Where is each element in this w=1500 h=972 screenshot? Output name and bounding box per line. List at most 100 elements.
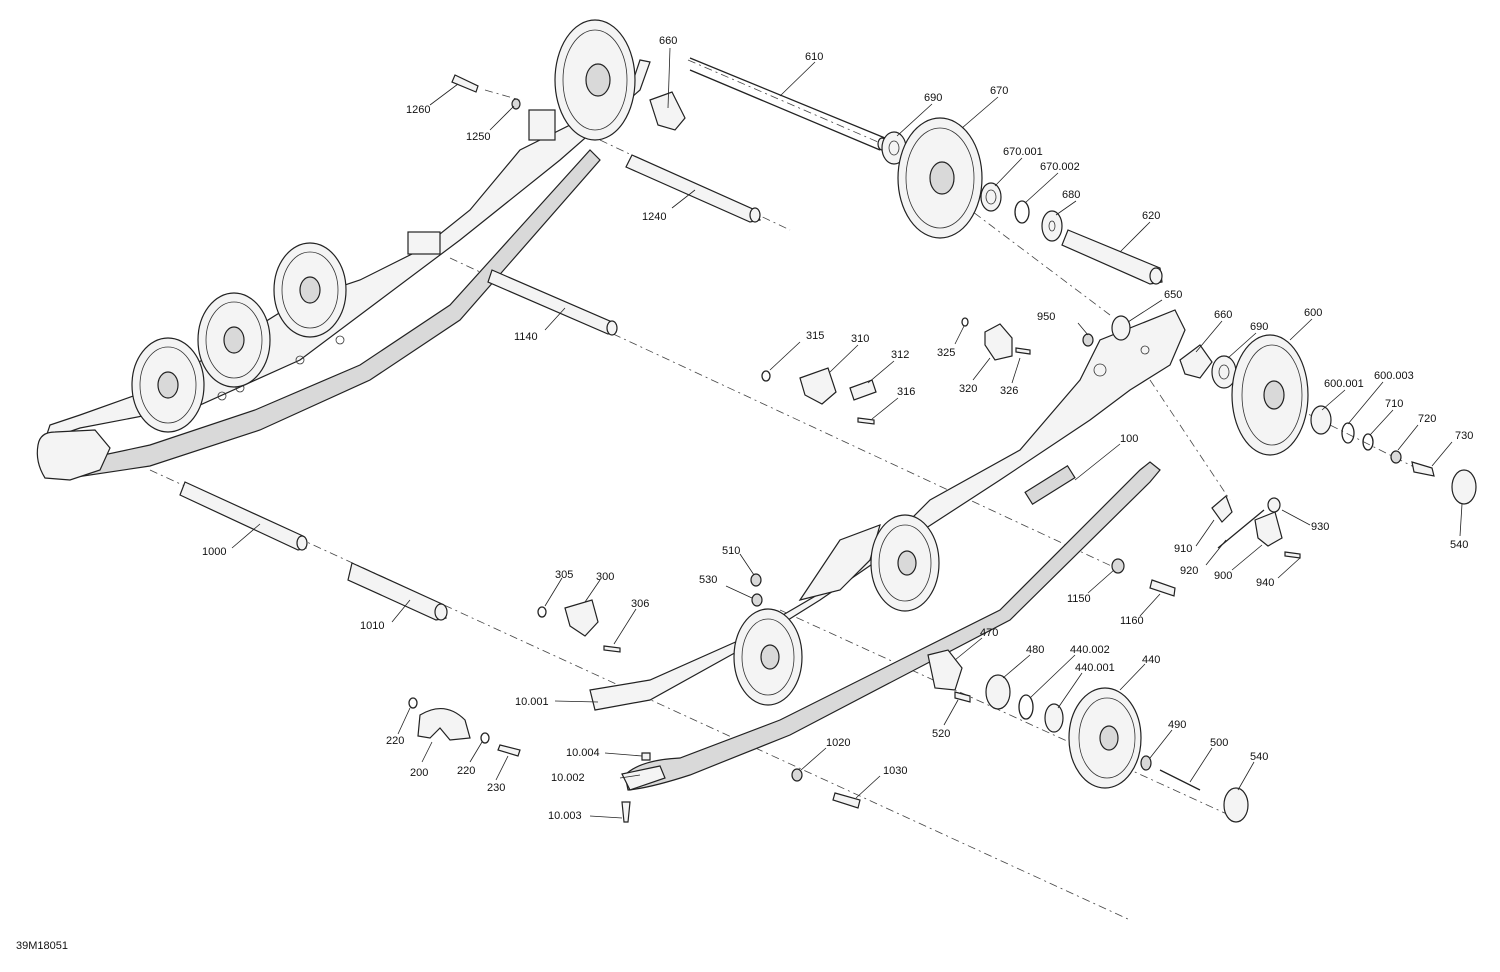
- callout-690: 690: [924, 92, 942, 104]
- washer-1150: [1111, 558, 1125, 574]
- pad-312: [849, 379, 877, 401]
- spacer-680: [1041, 210, 1063, 242]
- callout-440-002: 440.002: [1070, 644, 1110, 656]
- left-wheel-1: [131, 337, 205, 433]
- tube-1010: [347, 562, 448, 621]
- right-rail-wheels: [733, 514, 940, 706]
- callout-670-001: 670.001: [1003, 146, 1043, 158]
- callout-660-right: 660: [1214, 309, 1232, 321]
- callout-310: 310: [851, 333, 869, 345]
- left-rail-upper-block: [528, 109, 556, 141]
- washer-490: [1140, 755, 1152, 771]
- ring-670-002: [1014, 200, 1030, 224]
- callout-10-001: 10.001: [515, 696, 549, 708]
- stopper-320: [984, 323, 1013, 361]
- spacer-650: [1111, 315, 1131, 341]
- screw-326: [1015, 347, 1031, 355]
- rear-wheel-670-group: [881, 117, 1063, 242]
- callout-316: 316: [897, 386, 915, 398]
- callout-530: 530: [699, 574, 717, 586]
- bolt-1030: [832, 792, 861, 809]
- callout-326: 326: [1000, 385, 1018, 397]
- callout-labels: 660 610 1260 1250 690 670 670.001 670.00…: [202, 35, 1473, 822]
- stopper-310: [799, 367, 837, 405]
- callout-300: 300: [596, 571, 614, 583]
- ring-600-003: [1341, 422, 1355, 444]
- callout-1160: 1160: [1120, 615, 1144, 627]
- callout-490: 490: [1168, 719, 1186, 731]
- callout-200: 200: [410, 767, 428, 779]
- callout-900: 900: [1214, 570, 1232, 582]
- washer-315: [761, 370, 771, 382]
- left-rail-block: [407, 231, 441, 255]
- screw-306: [603, 645, 621, 653]
- callout-1140: 1140: [514, 331, 538, 343]
- right-wheel-mid: [870, 514, 940, 612]
- cap-540-lower: [1223, 787, 1249, 823]
- callout-1250: 1250: [466, 131, 490, 143]
- callout-220-right: 220: [457, 765, 475, 777]
- callout-1030: 1030: [883, 765, 907, 777]
- callout-600-003: 600.003: [1374, 370, 1414, 382]
- callout-10-003: 10.003: [548, 810, 582, 822]
- small-parts: [408, 74, 1301, 823]
- callout-920: 920: [1180, 565, 1198, 577]
- left-rear-wheel: [554, 19, 636, 141]
- callout-10-004: 10.004: [566, 747, 600, 759]
- washer-220-left: [408, 697, 418, 709]
- tube-1000: [179, 481, 308, 551]
- right-wheel-front: [733, 608, 803, 706]
- callout-315: 315: [806, 330, 824, 342]
- callout-230: 230: [487, 782, 505, 794]
- callout-470: 470: [980, 627, 998, 639]
- callout-680: 680: [1062, 189, 1080, 201]
- callout-660: 660: [659, 35, 677, 47]
- callout-720: 720: [1418, 413, 1436, 425]
- bearing-440-001: [1044, 703, 1064, 733]
- washer-480: [985, 674, 1011, 710]
- screw-10-003: [621, 801, 631, 823]
- callout-312: 312: [891, 349, 909, 361]
- ring-440-002: [1018, 694, 1034, 720]
- callout-306: 306: [631, 598, 649, 610]
- callout-1020: 1020: [826, 737, 850, 749]
- callout-1010: 1010: [360, 620, 384, 632]
- callout-510: 510: [722, 545, 740, 557]
- callout-500: 500: [1210, 737, 1228, 749]
- callout-305: 305: [555, 569, 573, 581]
- callout-690-right: 690: [1250, 321, 1268, 333]
- bumper-200: [417, 708, 471, 741]
- bracket-900: [1254, 511, 1283, 547]
- callout-670-002: 670.002: [1040, 161, 1080, 173]
- shafts: [179, 57, 1163, 621]
- screw-316: [857, 417, 875, 425]
- tube-1140: [487, 269, 618, 336]
- nut-930: [1267, 497, 1281, 513]
- washer-710: [1362, 433, 1374, 451]
- bolt-500: [1159, 769, 1201, 791]
- pin-10-004: [641, 752, 651, 761]
- callout-10-002: 10.002: [551, 772, 585, 784]
- callout-600-001: 600.001: [1324, 378, 1364, 390]
- bolt-520: [954, 691, 971, 703]
- bolt-1260: [451, 74, 479, 93]
- nut-510: [750, 573, 762, 587]
- left-wheel-3: [273, 242, 347, 338]
- callout-710: 710: [1385, 398, 1403, 410]
- bolt-1160: [1149, 579, 1176, 597]
- slide-tip-10-002: [621, 765, 666, 791]
- washer-1250: [511, 98, 521, 110]
- callout-670: 670: [990, 85, 1008, 97]
- bolt-730: [1411, 461, 1435, 477]
- washer-325: [961, 317, 969, 327]
- callout-480: 480: [1026, 644, 1044, 656]
- callout-1240: 1240: [642, 211, 666, 223]
- callout-1260: 1260: [406, 104, 430, 116]
- stopper-300: [564, 599, 599, 637]
- cap-540-right: [1451, 469, 1477, 505]
- callout-100: 100: [1120, 433, 1138, 445]
- cap-660-right: [1179, 344, 1213, 379]
- washer-220-right: [480, 732, 490, 744]
- bearing-670-001: [980, 182, 1002, 212]
